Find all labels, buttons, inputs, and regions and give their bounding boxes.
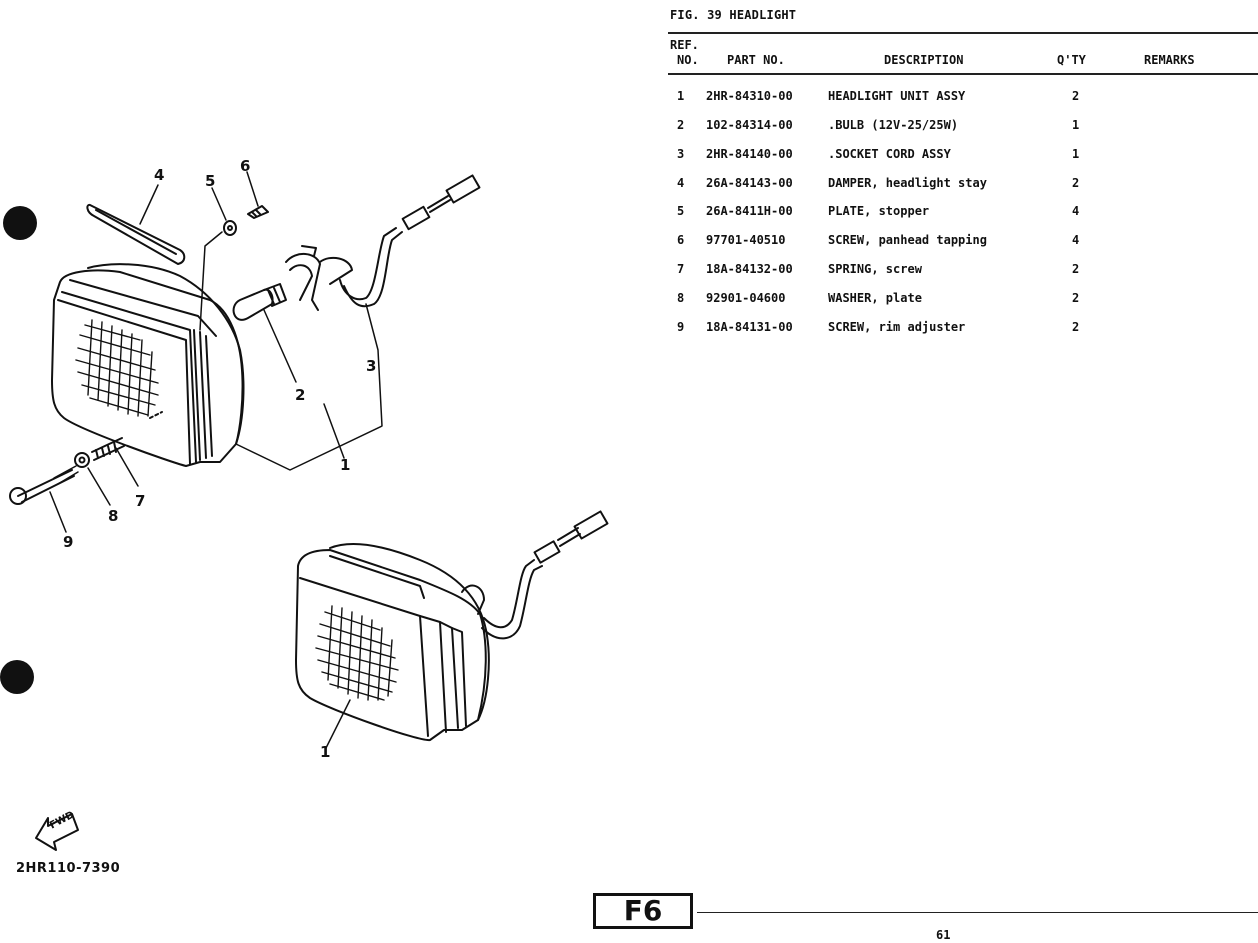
callout-3: 3 [366, 357, 377, 375]
header-qty: Q'TY [1057, 53, 1086, 67]
damper-part [86, 203, 186, 265]
cell-part-no: 102-84314-00 [706, 118, 793, 132]
rim-adjuster-parts [9, 437, 125, 505]
table-row: 3 2HR-84140-00 .SOCKET CORD ASSY 1 [670, 147, 1258, 167]
footer-rule [697, 912, 1258, 913]
fwd-arrow-icon [35, 813, 79, 851]
cell-part-no: 18A-84131-00 [706, 320, 793, 334]
header-ref-line2: NO. [677, 53, 699, 67]
cell-part-no: 18A-84132-00 [706, 262, 793, 276]
cell-part-no: 2HR-84310-00 [706, 89, 793, 103]
header-top-rule [668, 32, 1258, 34]
cell-part-no: 26A-8411H-00 [706, 204, 793, 218]
cell-qty: 2 [1072, 176, 1080, 190]
cell-ref: 4 [677, 176, 685, 190]
cell-part-no: 2HR-84140-00 [706, 147, 793, 161]
table-row: 8 92901-04600 WASHER, plate 2 [670, 291, 1258, 311]
cell-part-no: 26A-84143-00 [706, 176, 793, 190]
cell-qty: 2 [1072, 291, 1080, 305]
header-remarks: REMARKS [1144, 53, 1195, 67]
binder-hole [0, 660, 34, 694]
cell-description: PLATE, stopper [828, 204, 930, 218]
section-tab: F6 [593, 893, 693, 929]
table-row: 2 102-84314-00 .BULB (12V-25/25W) 1 [670, 118, 1258, 138]
table-row: 5 26A-8411H-00 PLATE, stopper 4 [670, 204, 1258, 224]
cell-qty: 4 [1072, 204, 1080, 218]
table-row: 4 26A-84143-00 DAMPER, headlight stay 2 [670, 176, 1258, 196]
illustration-code: 2HR110-7390 [16, 861, 121, 876]
callout-7: 7 [135, 492, 146, 510]
cell-description: DAMPER, headlight stay [828, 176, 987, 190]
table-row: 7 18A-84132-00 SPRING, screw 2 [670, 262, 1258, 282]
headlight-unit-assembled [295, 510, 609, 742]
leader-lines [49, 171, 383, 533]
table-row: 9 18A-84131-00 SCREW, rim adjuster 2 [670, 320, 1258, 340]
header-description: DESCRIPTION [884, 53, 964, 67]
panhead-screw-part [247, 205, 269, 219]
bulb-part [232, 283, 287, 321]
plate-stopper-part [223, 220, 237, 236]
table-row: 1 2HR-84310-00 HEADLIGHT UNIT ASSY 2 [670, 89, 1258, 109]
cell-description: HEADLIGHT UNIT ASSY [828, 89, 966, 103]
callout-9: 9 [63, 533, 74, 551]
callout-4: 4 [154, 166, 165, 184]
cell-ref: 3 [677, 147, 685, 161]
callout-1-assembled: 1 [320, 743, 331, 761]
callout-8: 8 [108, 507, 119, 525]
cell-qty: 1 [1072, 118, 1080, 132]
callout-6: 6 [240, 157, 251, 175]
header-bottom-rule [668, 73, 1258, 75]
header-ref-line1: REF. [670, 38, 699, 52]
header-part-no: PART NO. [727, 53, 785, 67]
cell-ref: 1 [677, 89, 685, 103]
cell-ref: 2 [677, 118, 685, 132]
cell-qty: 4 [1072, 233, 1080, 247]
cell-description: SCREW, rim adjuster [828, 320, 966, 334]
cell-part-no: 97701-40510 [706, 233, 786, 247]
cell-qty: 2 [1072, 89, 1080, 103]
cell-part-no: 92901-04600 [706, 291, 786, 305]
cell-ref: 5 [677, 204, 685, 218]
headlight-unit-exploded [51, 263, 245, 467]
cell-description: .SOCKET CORD ASSY [828, 147, 951, 161]
callout-2: 2 [295, 386, 306, 404]
cell-description: SPRING, screw [828, 262, 922, 276]
figure-title: FIG. 39 HEADLIGHT [670, 8, 797, 22]
cell-ref: 9 [677, 320, 685, 334]
cell-qty: 1 [1072, 147, 1080, 161]
leader-line [325, 699, 351, 749]
cell-qty: 2 [1072, 262, 1080, 276]
cell-ref: 8 [677, 291, 685, 305]
callout-5: 5 [205, 172, 216, 190]
socket-cord-part [285, 174, 481, 311]
callout-1: 1 [340, 456, 351, 474]
cell-description: WASHER, plate [828, 291, 922, 305]
cell-ref: 7 [677, 262, 685, 276]
cell-description: SCREW, panhead tapping [828, 233, 987, 247]
exploded-diagram [9, 171, 609, 851]
table-row: 6 97701-40510 SCREW, panhead tapping 4 [670, 233, 1258, 253]
cell-ref: 6 [677, 233, 685, 247]
binder-hole [3, 206, 37, 240]
cell-description: .BULB (12V-25/25W) [828, 118, 959, 132]
page-number: 61 [936, 928, 951, 942]
cell-qty: 2 [1072, 320, 1080, 334]
